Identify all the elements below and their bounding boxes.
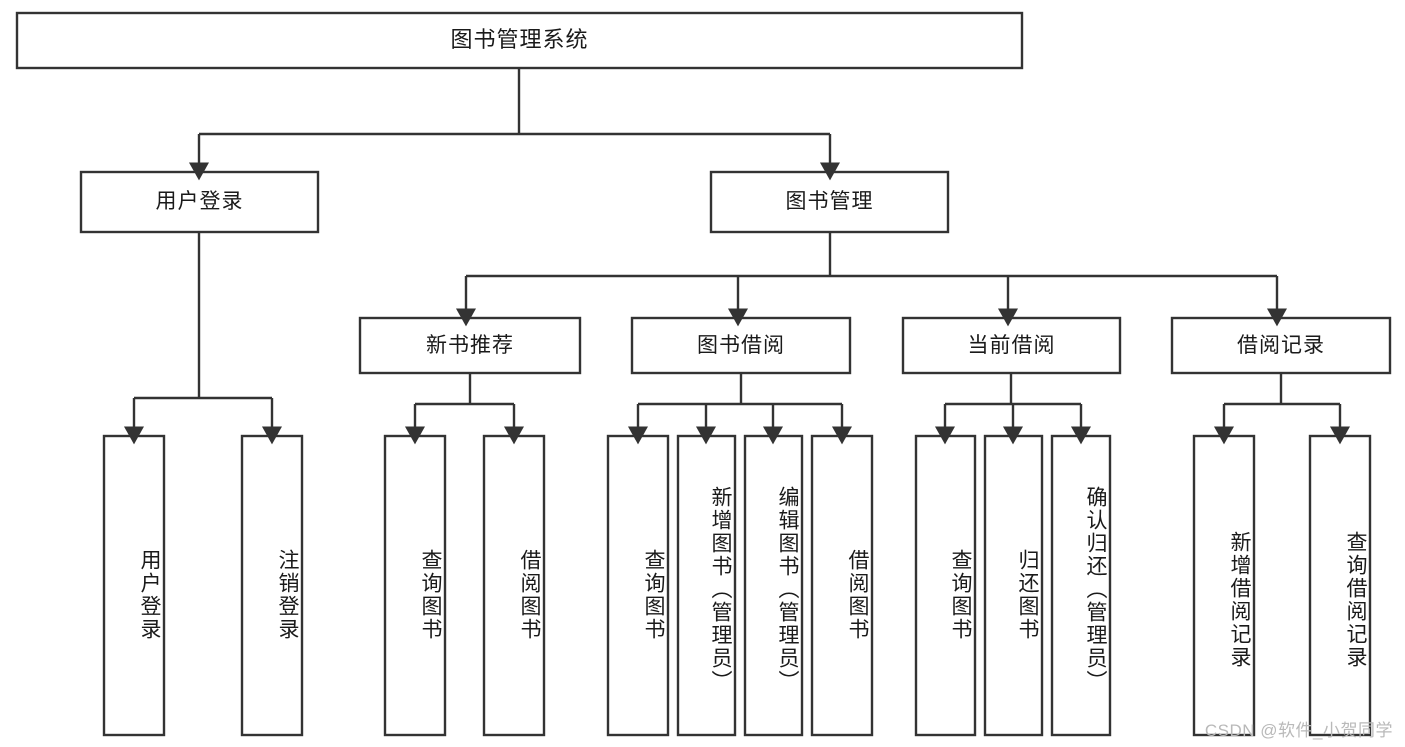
leaf-box-new-book-0[interactable]	[383, 434, 447, 737]
leaf-box-book-borrow-0[interactable]	[606, 434, 670, 737]
leaf-box-book-borrow-2[interactable]	[743, 434, 804, 737]
leaf-box-borrow-record-1[interactable]	[1308, 434, 1372, 737]
leaf-box-book-borrow-3[interactable]	[810, 434, 874, 737]
watermark-text: CSDN @软件_小贺同学	[1204, 721, 1393, 740]
box-borrow-record[interactable]	[1170, 316, 1392, 375]
box-root[interactable]	[15, 11, 1024, 70]
leaf-box-borrow-record-0[interactable]	[1192, 434, 1256, 737]
box-current-borrow[interactable]	[901, 316, 1122, 375]
leaf-box-user-login-0[interactable]	[102, 434, 166, 737]
box-user-login[interactable]	[79, 170, 320, 234]
leaf-box-current-borrow-2[interactable]	[1050, 434, 1112, 737]
box-book-borrow[interactable]	[630, 316, 852, 375]
box-new-book-recommend[interactable]	[358, 316, 582, 375]
leaf-box-current-borrow-0[interactable]	[914, 434, 977, 737]
leaf-box-user-login-1[interactable]	[240, 434, 304, 737]
box-book-management[interactable]	[709, 170, 950, 234]
leaf-box-current-borrow-1[interactable]	[983, 434, 1044, 737]
leaf-box-new-book-1[interactable]	[482, 434, 546, 737]
leaf-box-book-borrow-1[interactable]	[676, 434, 737, 737]
